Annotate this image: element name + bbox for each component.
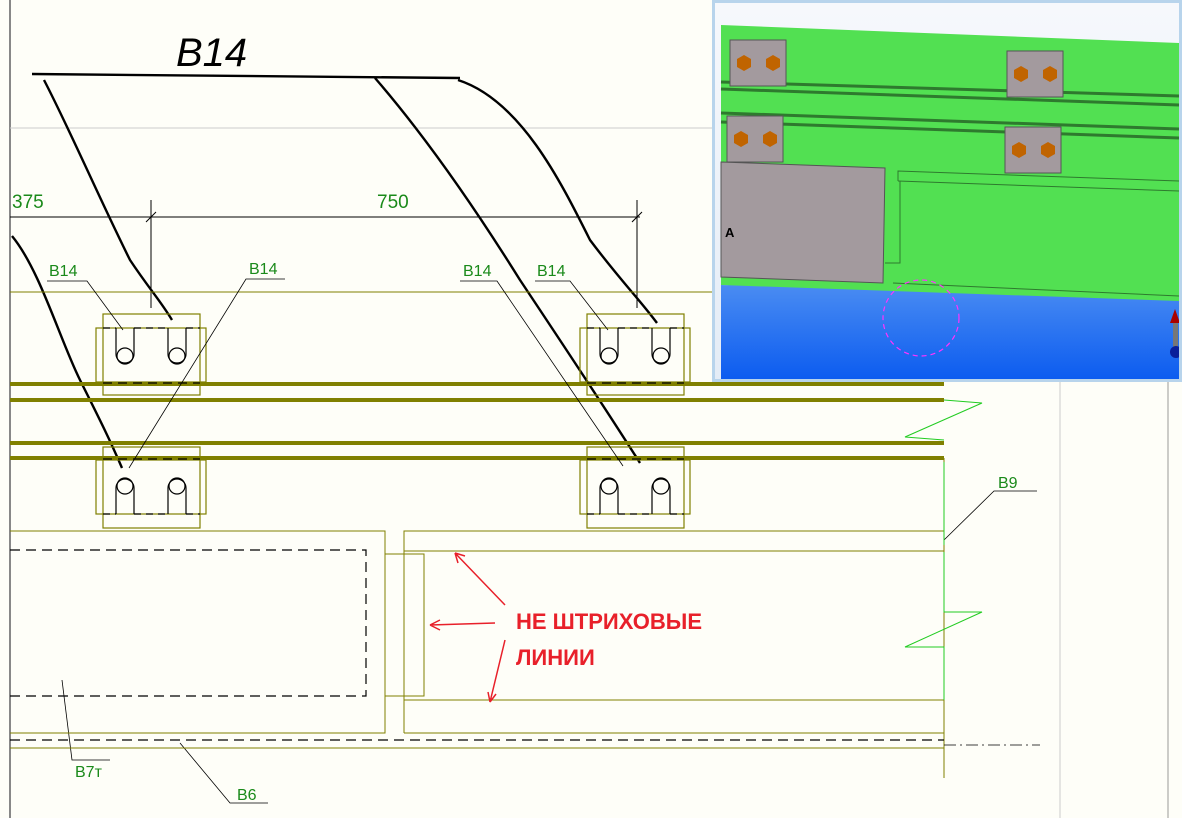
pivot-marker	[882, 279, 960, 357]
label-b14: В14	[249, 261, 278, 278]
ground-plane	[721, 285, 1179, 379]
label-b14: В14	[537, 263, 566, 280]
bolt-plate-3d	[729, 39, 787, 87]
dimension-375: 375	[12, 192, 44, 213]
dimension-750: 750	[377, 192, 409, 213]
annotation-arrows	[429, 552, 506, 703]
bolt-plate-3d	[1006, 50, 1064, 98]
label-b7t: В7т	[75, 764, 103, 781]
label-b9: В9	[998, 475, 1018, 492]
label-b14: В14	[463, 263, 492, 280]
gray-plate-3d	[720, 161, 886, 284]
3d-model-viewport[interactable]: A	[712, 0, 1182, 382]
label-b14: В14	[49, 263, 78, 280]
annotation-text-line1: НЕ ШТРИХОВЫЕ	[516, 609, 702, 634]
beam-flanges	[10, 382, 944, 460]
annotation-text-line2: ЛИНИИ	[516, 645, 595, 670]
bolt-plate-3d	[726, 115, 784, 163]
axis-gizmo-icon[interactable]	[1170, 309, 1179, 358]
marker-label: A	[725, 225, 735, 240]
label-b6: В6	[237, 787, 257, 804]
dimension-line	[10, 200, 643, 308]
handwritten-title: В14	[176, 31, 247, 75]
bolt-plate-3d	[1004, 126, 1062, 174]
